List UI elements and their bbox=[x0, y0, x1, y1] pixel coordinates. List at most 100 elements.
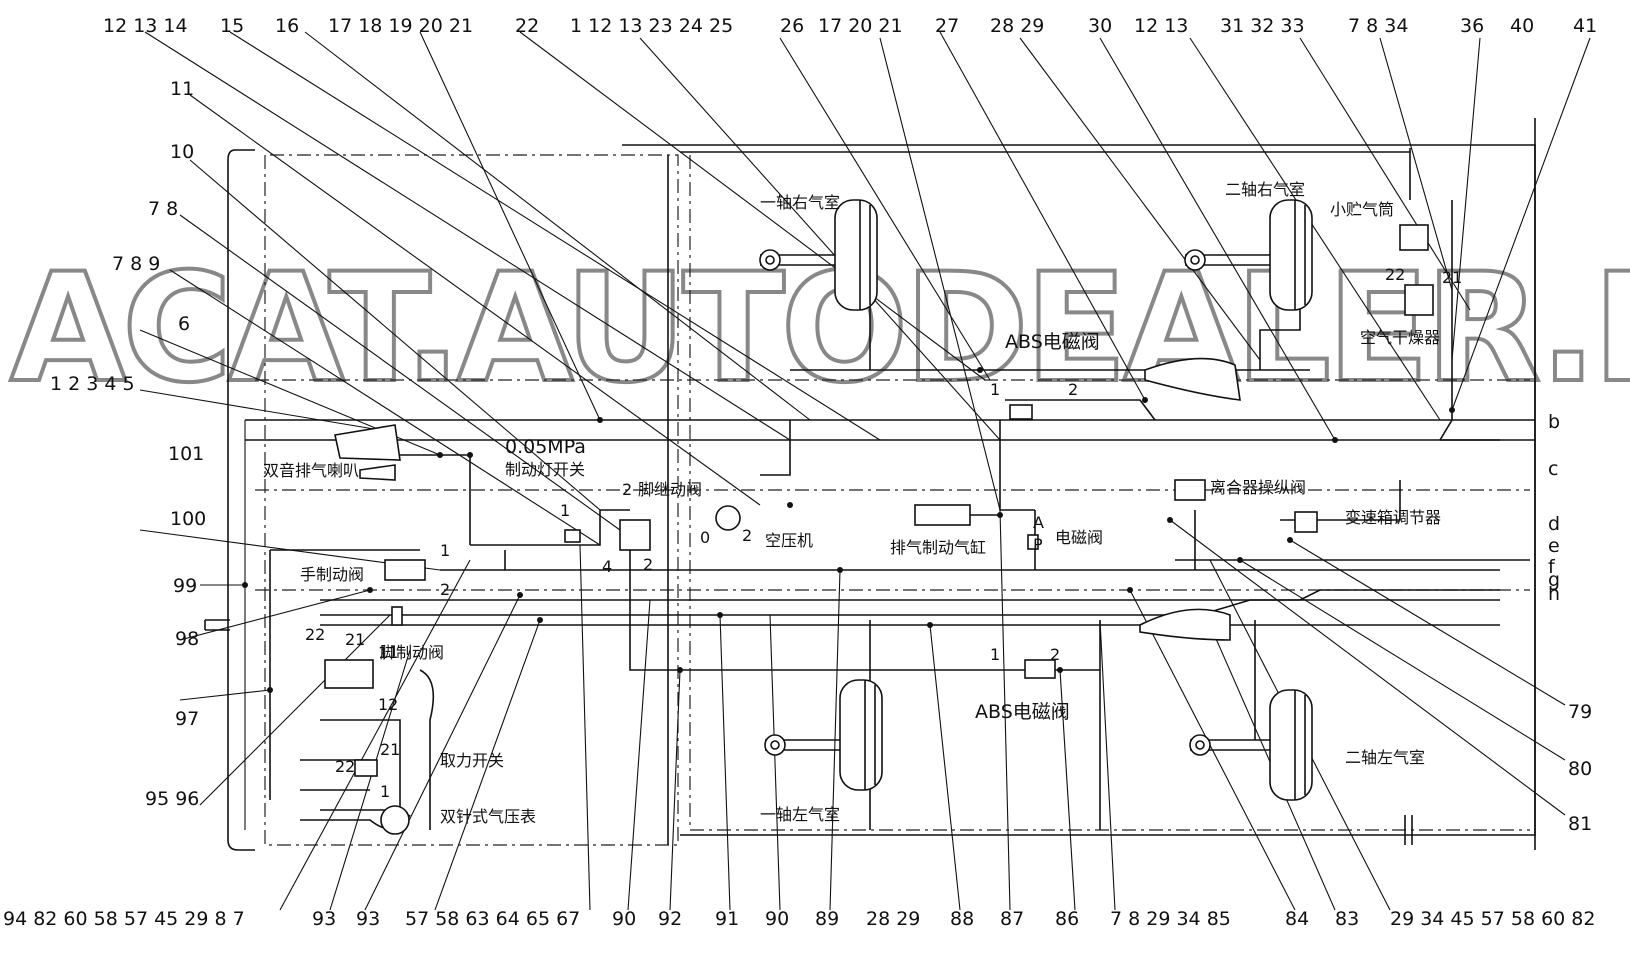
port-2-top: 2 bbox=[1068, 380, 1078, 399]
side-letters: b c d e f g h bbox=[1548, 411, 1560, 605]
label-bottom-16: 29 34 45 57 58 60 82 bbox=[1390, 908, 1595, 930]
text-abs-valve-top: ABS电磁阀 bbox=[1005, 331, 1100, 353]
label-bottom-5: 92 bbox=[658, 908, 682, 930]
label-left-7: 100 bbox=[170, 508, 206, 530]
text-axle1-right-chamber: 一轴右气室 bbox=[760, 193, 840, 212]
dual-horn bbox=[334, 424, 401, 461]
dual-horn-small bbox=[359, 464, 396, 481]
label-top-13: 7 8 34 bbox=[1348, 15, 1408, 37]
label-top-5: 1 12 13 23 24 25 bbox=[570, 15, 733, 37]
label-top-15: 40 bbox=[1510, 15, 1534, 37]
label-right-1: 80 bbox=[1568, 758, 1592, 780]
axle2-right-chamber bbox=[1184, 199, 1313, 311]
label-left-1: 10 bbox=[170, 141, 194, 163]
bottom-labels: 94 82 60 58 57 45 29 8 7 93 93 57 58 63 … bbox=[3, 908, 1595, 930]
text-small-tank: 小贮气筒 bbox=[1330, 200, 1394, 219]
port-P: P bbox=[1033, 535, 1043, 554]
port-1-hand: 1 bbox=[440, 541, 450, 560]
label-bottom-15: 83 bbox=[1335, 908, 1359, 930]
label-bottom-0: 94 82 60 58 57 45 29 8 7 bbox=[3, 908, 245, 930]
watermark: ACAT.AUTODEALER.RU bbox=[10, 242, 1630, 416]
label-bottom-1: 93 bbox=[312, 908, 336, 930]
port-21-dryer: 21 bbox=[1442, 268, 1462, 287]
label-left-0: 11 bbox=[170, 78, 194, 100]
label-bottom-11: 87 bbox=[1000, 908, 1024, 930]
label-left-5: 1 2 3 4 5 bbox=[50, 373, 135, 395]
text-abs-valve-bottom: ABS电磁阀 bbox=[975, 701, 1070, 723]
port-22-dryer: 22 bbox=[1385, 265, 1405, 284]
letter-c: c bbox=[1548, 458, 1558, 480]
port-2-relay: 2 bbox=[622, 480, 632, 499]
label-left-2: 7 8 bbox=[148, 198, 178, 220]
port-21-foot: 21 bbox=[345, 630, 365, 649]
label-top-9: 28 29 bbox=[990, 15, 1044, 37]
abs-valve-top bbox=[1009, 404, 1033, 420]
text-solenoid-valve: 电磁阀 bbox=[1055, 528, 1103, 547]
port-2-relay-bottom: 2 bbox=[643, 555, 653, 574]
label-top-7: 17 20 21 bbox=[818, 15, 903, 37]
right-labels: 79 80 81 bbox=[1568, 701, 1592, 835]
tank-right bbox=[1144, 357, 1241, 401]
letter-d: d bbox=[1548, 513, 1560, 535]
text-gearbox-regulator: 变速箱调节器 bbox=[1345, 508, 1441, 527]
letter-h: h bbox=[1548, 583, 1560, 605]
label-left-9: 98 bbox=[175, 628, 199, 650]
pto-switch bbox=[354, 759, 378, 777]
text-axle1-left-chamber: 一轴左气室 bbox=[760, 805, 840, 824]
label-top-2: 16 bbox=[275, 15, 299, 37]
port-numbers: 1 2 2 1 4 2 0 2 A P 1 2 22 21 11 12 22 2… bbox=[305, 265, 1462, 801]
label-top-1: 15 bbox=[220, 15, 244, 37]
text-pressure: 0.05MPa bbox=[505, 436, 586, 458]
air-dryer bbox=[1404, 284, 1434, 316]
letter-f: f bbox=[1548, 556, 1556, 578]
text-foot-relay-valve: 脚继动阀 bbox=[638, 480, 702, 499]
port-0-compressor: 0 bbox=[700, 528, 710, 547]
label-top-10: 30 bbox=[1088, 15, 1112, 37]
port-1-pto: 1 bbox=[380, 782, 390, 801]
port-12-foot: 12 bbox=[378, 695, 398, 714]
text-compressor: 空压机 bbox=[765, 531, 813, 550]
label-bottom-6: 91 bbox=[715, 908, 739, 930]
text-axle2-left-chamber: 二轴左气室 bbox=[1345, 748, 1425, 767]
joint-dots bbox=[242, 367, 1455, 693]
label-left-11: 95 96 bbox=[145, 788, 199, 810]
label-top-3: 17 18 19 20 21 bbox=[328, 15, 473, 37]
compressor bbox=[715, 505, 741, 531]
text-air-dryer: 空气干燥器 bbox=[1360, 328, 1440, 347]
letter-b: b bbox=[1548, 411, 1560, 433]
hand-brake-valve bbox=[384, 559, 426, 581]
text-exhaust-brake-cyl: 排气制动气缸 bbox=[890, 538, 986, 557]
port-1-relay: 1 bbox=[560, 501, 570, 520]
text-brake-light-switch: 制动灯开关 bbox=[505, 460, 585, 479]
text-axle2-right-chamber: 二轴右气室 bbox=[1225, 180, 1305, 199]
label-top-14: 36 bbox=[1460, 15, 1484, 37]
port-22-foot: 22 bbox=[305, 625, 325, 644]
label-bottom-10: 88 bbox=[950, 908, 974, 930]
label-left-10: 97 bbox=[175, 708, 199, 730]
label-right-2: 81 bbox=[1568, 813, 1592, 835]
port-22-pto: 22 bbox=[335, 757, 355, 776]
text-hand-brake-valve: 手制动阀 bbox=[300, 565, 364, 584]
letter-g: g bbox=[1548, 569, 1560, 591]
label-top-0: 12 13 14 bbox=[103, 15, 188, 37]
port-2-compressor: 2 bbox=[742, 526, 752, 545]
foot-relay-valve bbox=[619, 519, 651, 551]
label-top-4: 22 bbox=[515, 15, 539, 37]
label-top-11: 12 13 bbox=[1134, 15, 1188, 37]
label-bottom-8: 89 bbox=[815, 908, 839, 930]
component-labels: 一轴右气室 二轴右气室 小贮气筒 空气干燥器 ABS电磁阀 双音排气喇叭 0.0… bbox=[263, 180, 1441, 826]
port-2-bottom: 2 bbox=[1050, 645, 1060, 664]
port-2-hand: 2 bbox=[440, 580, 450, 599]
abs-valve-bottom bbox=[1024, 659, 1056, 679]
label-left-8: 99 bbox=[173, 575, 197, 597]
text-dual-horn: 双音排气喇叭 bbox=[263, 461, 359, 480]
text-foot-brake-valve: 脚制动阀 bbox=[380, 643, 444, 662]
axle1-left-chamber bbox=[764, 679, 883, 791]
port-A: A bbox=[1033, 513, 1044, 532]
gearbox-regulator bbox=[1294, 511, 1318, 533]
label-right-0: 79 bbox=[1568, 701, 1592, 723]
label-bottom-3: 57 58 63 64 65 67 bbox=[405, 908, 580, 930]
label-left-3: 7 8 9 bbox=[112, 253, 160, 275]
port-1-top: 1 bbox=[990, 380, 1000, 399]
